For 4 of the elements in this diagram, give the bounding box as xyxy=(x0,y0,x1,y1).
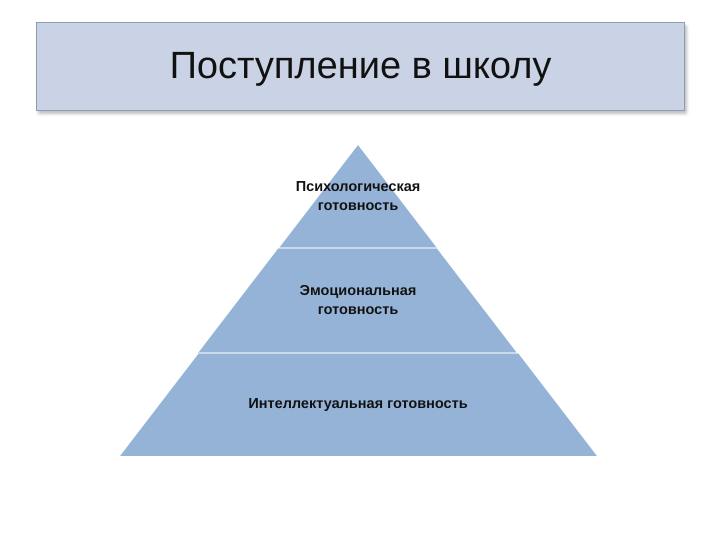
level-label: Эмоциональная готовность xyxy=(298,282,418,320)
title: Поступление в школу xyxy=(170,45,552,88)
level-label: Интеллектуальная готовность xyxy=(248,395,468,414)
level-label: Психологическая готовность xyxy=(294,178,422,216)
